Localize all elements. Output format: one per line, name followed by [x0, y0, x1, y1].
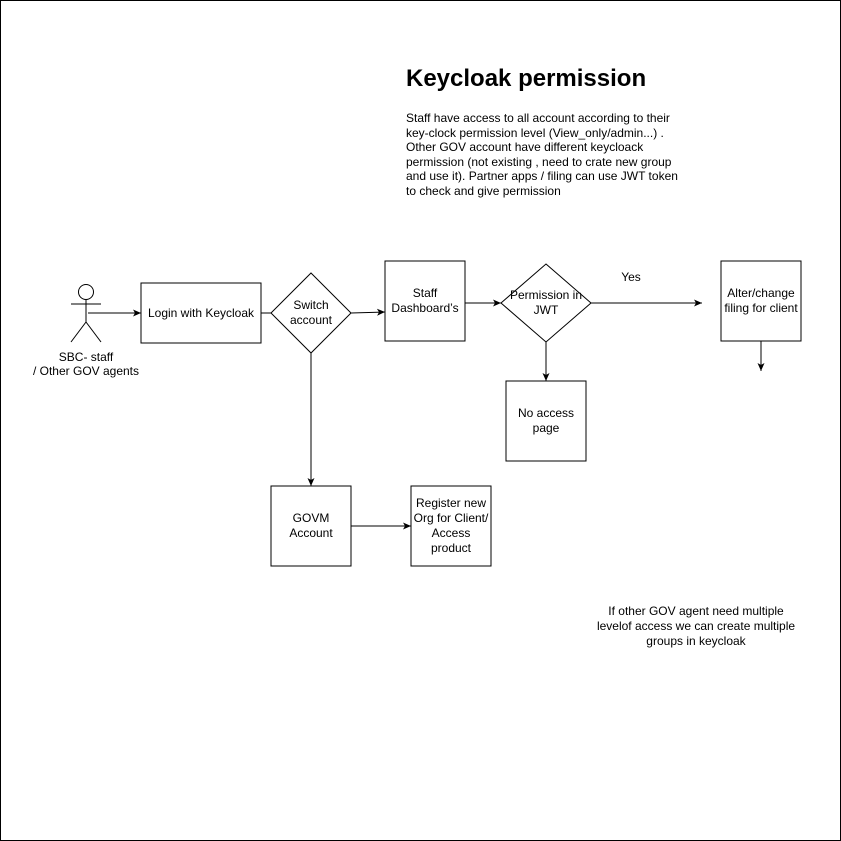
login-label: Login with Keycloak — [147, 305, 255, 320]
page-title: Keycloak permission — [406, 65, 647, 92]
switch-account-label: Switch account — [289, 298, 333, 327]
edge-switch-dashboard — [350, 308, 386, 316]
description-text: Staff have access to all account accordi… — [406, 111, 678, 198]
alter-filing-box — [720, 260, 802, 342]
actor-label: SBC- staff / Other GOV agents — [21, 350, 151, 378]
edge-label-yes: Yes — [621, 270, 641, 284]
staff-dashboard-label: Staff Dashboard’s — [391, 286, 459, 315]
alter-filing-label: Alter/change filing for client — [724, 286, 798, 315]
no-access-label: No access page — [517, 406, 575, 435]
govm-account-label: GOVM Account — [289, 511, 333, 540]
staff-dashboard-box — [384, 260, 466, 342]
actor-label-line1: SBC- staff — [58, 350, 114, 364]
permission-label: Permission in JWT — [509, 288, 583, 317]
actor-icon — [70, 284, 102, 343]
note-text: If other GOV agent need multiple levelof… — [596, 604, 796, 648]
no-access-box — [505, 380, 587, 462]
register-org-label: Register new Org for Client/ Access prod… — [413, 496, 489, 555]
register-org-box — [410, 485, 492, 567]
actor-label-line2: / Other GOV agents — [32, 364, 140, 378]
